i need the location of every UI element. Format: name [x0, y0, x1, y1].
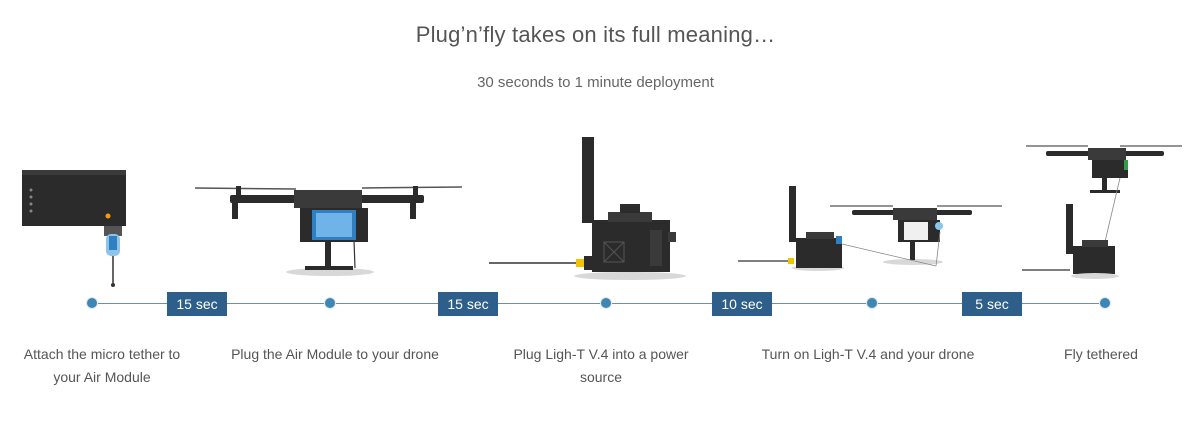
- tethered-flight-icon: [1022, 145, 1182, 279]
- timeline-step-dot-1: [87, 298, 97, 308]
- step-label-4: Turn on Ligh-T V.4 and your drone: [761, 346, 975, 362]
- timeline-step-dot-4: [867, 298, 877, 308]
- timeline-step-dot-2: [325, 298, 335, 308]
- duration-badge-4: 5 sec: [962, 292, 1022, 316]
- duration-badge-1: 15 sec: [167, 292, 227, 316]
- duration-badge-3: 10 sec: [712, 292, 772, 316]
- page-title: Plug’n’fly takes on its full meaning…: [415, 22, 776, 47]
- air-module-icon: [22, 170, 126, 287]
- duration-badge-2: 15 sec: [438, 292, 498, 316]
- timeline-step-dot-3: [601, 298, 611, 308]
- step-label-3: Plug Ligh-T V.4 into a power source: [513, 346, 689, 385]
- step-label-5: Fly tethered: [1064, 346, 1138, 362]
- step-label-2: Plug the Air Module to your drone: [231, 346, 439, 362]
- timeline-step-dot-5: [1100, 298, 1110, 308]
- timeline-line: [91, 303, 1107, 304]
- ground-station-icon: [489, 137, 686, 280]
- drone-with-module-icon: [194, 186, 463, 276]
- page-subtitle: 30 seconds to 1 minute deployment: [477, 74, 714, 91]
- station-and-drone-icon: [738, 186, 1002, 271]
- step-label-1: Attach the micro tether to your Air Modu…: [23, 346, 181, 385]
